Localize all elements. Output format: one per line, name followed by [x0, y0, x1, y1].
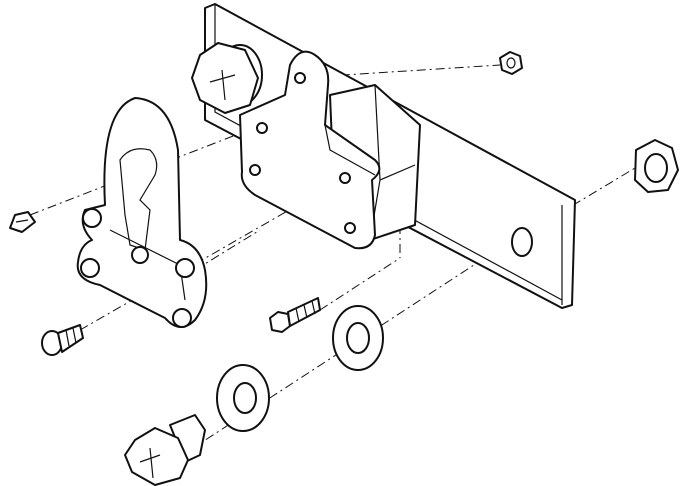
bracket-hole [256, 122, 268, 134]
pivot-hole [80, 258, 100, 278]
washer-middle [332, 305, 384, 371]
centerline [194, 229, 261, 271]
flat-head-screw-upper [9, 211, 36, 233]
centerline [319, 257, 401, 311]
pivot-hole [131, 246, 149, 264]
pivot-hole [82, 208, 102, 228]
hex-bolt-top [191, 42, 263, 114]
washer-lower [216, 364, 270, 432]
small-hex-nut [499, 51, 523, 75]
pivot-hole [175, 258, 195, 278]
hex-screw-middle [269, 297, 321, 333]
hex-bolt-bottom [124, 414, 206, 486]
bracket-hole [339, 172, 351, 184]
bracket-hole [249, 164, 261, 176]
large-hex-nut [634, 139, 679, 193]
flat-head-screw-lower [41, 324, 84, 356]
bracket-hole [344, 222, 356, 234]
plate-hole [511, 227, 533, 257]
mounting-bracket [239, 50, 381, 250]
pivot-hole [172, 308, 192, 328]
latch-plate [76, 97, 208, 328]
bracket-hole [294, 72, 306, 84]
